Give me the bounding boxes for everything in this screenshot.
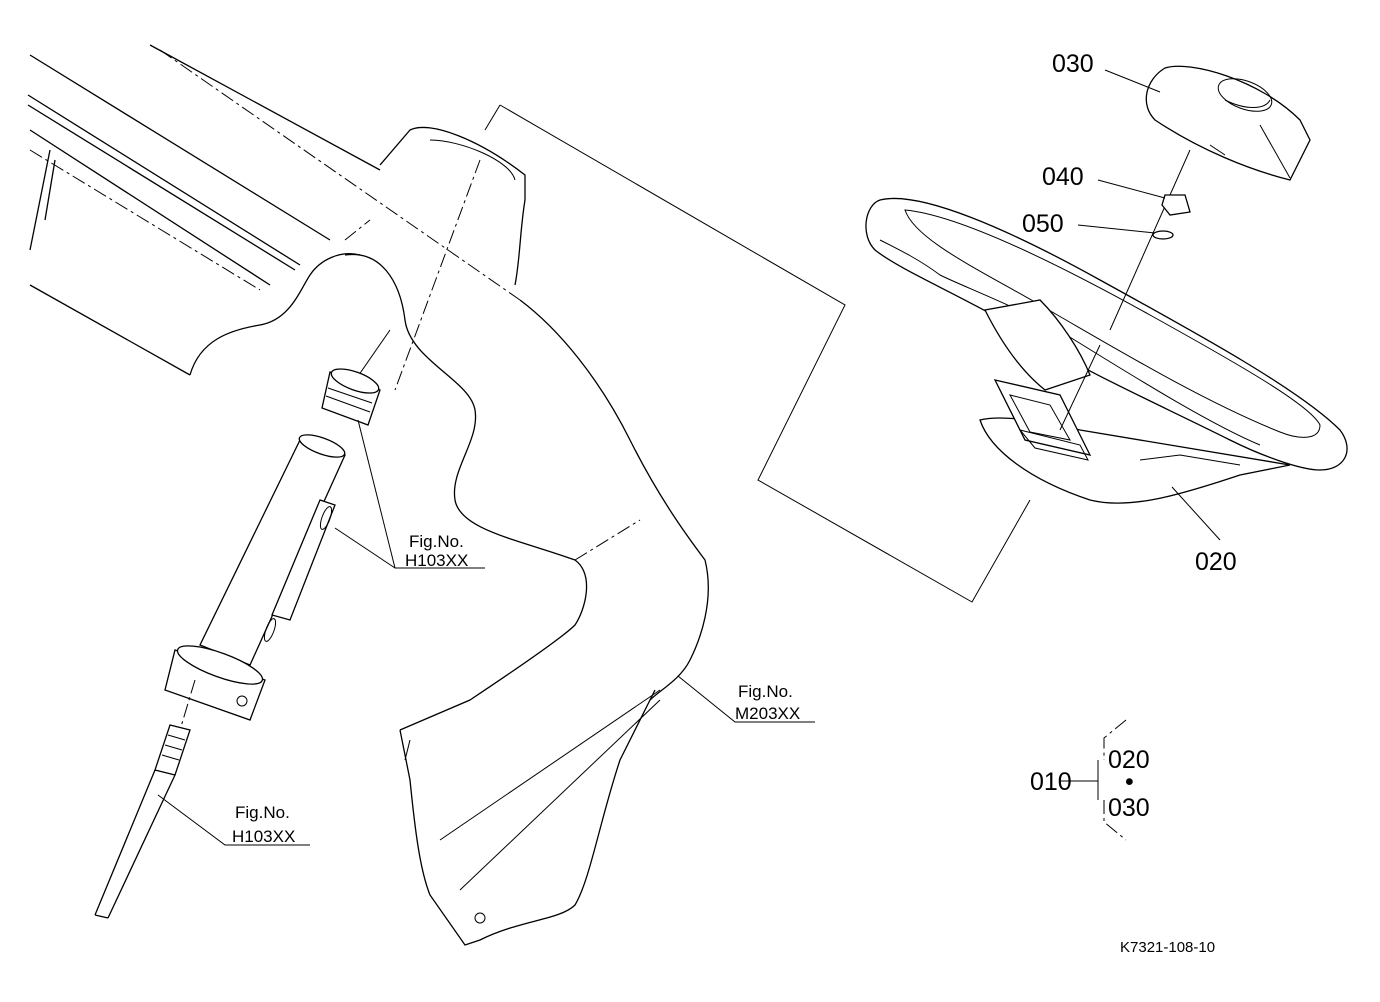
washer-050 xyxy=(1152,230,1174,240)
assembly-child-020: 020 xyxy=(1108,746,1150,774)
part-label-020: 020 xyxy=(1195,548,1237,576)
horn-cap xyxy=(1145,65,1311,181)
part-label-030: 030 xyxy=(1052,50,1094,78)
figref-1-line1: Fig.No. xyxy=(409,532,464,551)
dashboard-panel xyxy=(27,44,521,376)
figref-3-line2: H103XX xyxy=(232,827,295,846)
figref-3-line1: Fig.No. xyxy=(235,803,290,822)
part-label-040: 040 xyxy=(1042,163,1084,191)
steering-wheel xyxy=(865,197,1348,504)
explode-enclosure xyxy=(499,104,1031,603)
column-cover xyxy=(344,126,709,946)
part-label-050: 050 xyxy=(1022,210,1064,238)
column-tube xyxy=(199,439,346,666)
figref-2-line2: M203XX xyxy=(735,704,800,723)
nut-040 xyxy=(1161,194,1191,216)
assembly-parent-010: 010 xyxy=(1030,768,1072,796)
drawing-code: K7321-108-10 xyxy=(1120,939,1215,956)
steering-shaft-assembly xyxy=(94,159,481,919)
shaft-spline xyxy=(154,724,191,776)
leader-lines xyxy=(157,69,1221,846)
assembly-child-030: 030 xyxy=(1108,794,1150,822)
column-bracket xyxy=(271,499,336,621)
figref-2-line1: Fig.No. xyxy=(738,682,793,701)
assembly-separator: • xyxy=(1125,768,1134,796)
wheel-axis xyxy=(1109,149,1191,331)
figref-1-line2: H103XX xyxy=(405,551,468,570)
